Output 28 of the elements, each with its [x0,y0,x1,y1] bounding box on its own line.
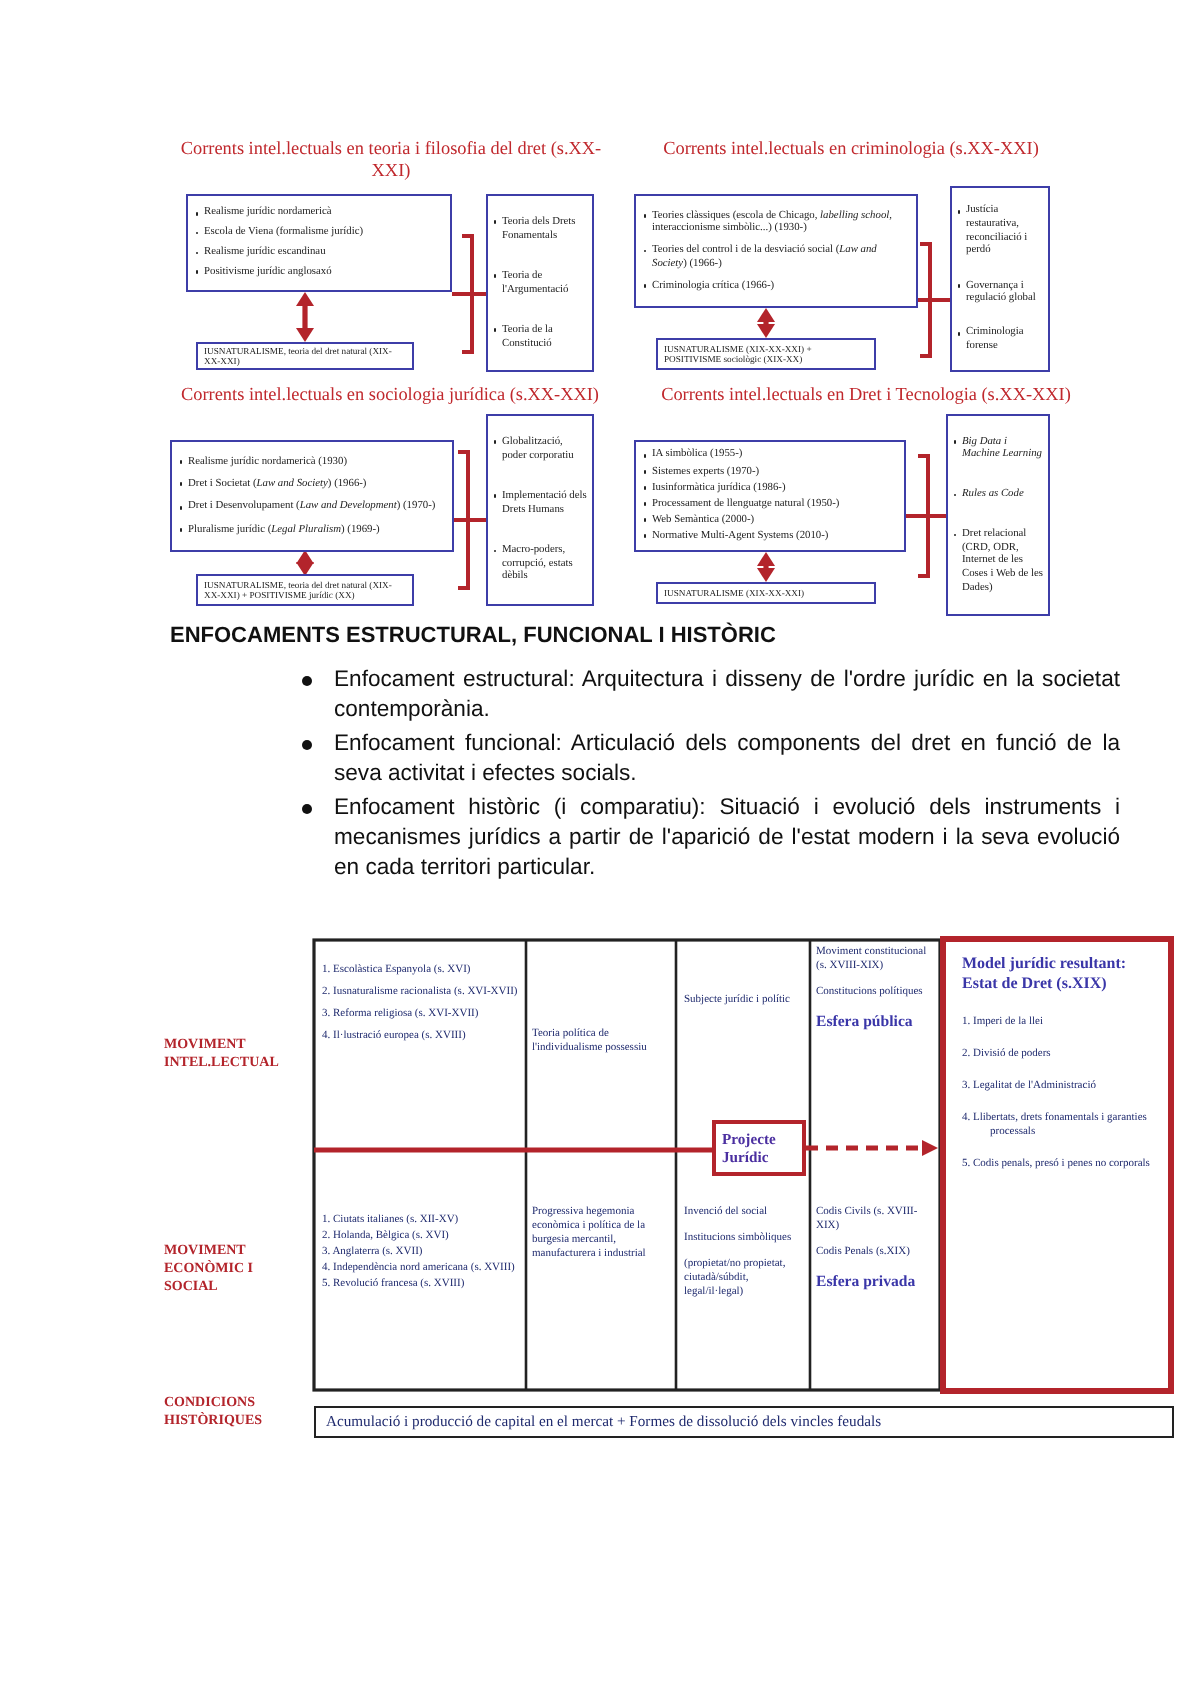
section-title: Corrents intel.lectuals en teoria i filosofia del dret (s.XX-XXI) [178,138,604,182]
bullet-text: Enfocament estructural: Arquitectura i disseny de l'ordre jurídic en la societat contemporània. [296,666,1120,726]
connector-line [906,514,946,518]
connector-line [452,292,486,296]
model-title: Model jurídic resultant: Estat de Dret (s.XIX) [962,954,1129,992]
trend-box [486,414,594,606]
section-title: Corrents intel.lectuals en criminologia (s.XX-XXI) [661,138,1041,160]
list-box [634,440,906,552]
trend-box [946,414,1050,616]
bullet-text: Enfocament funcional: Articulació dels components del dret en funció de la seva activitat i efectes socials. [296,730,1120,790]
arrow [757,552,775,582]
arrow [296,292,314,342]
arrow [296,550,314,576]
connector-line [314,1147,712,1153]
model-box [940,936,1174,1394]
list-box [634,194,918,308]
connector-line [454,518,486,522]
heading: ENFOCAMENTS ESTRUCTURAL, FUNCIONAL I HISTÒRIC [170,624,778,648]
trend-box [486,194,594,372]
arrow [757,308,775,338]
arrow [806,1140,938,1156]
section-title: Corrents intel.lectuals en Dret i Tecnologia (s.XX-XXI) [659,384,1073,406]
section-title: Corrents intel.lectuals en sociologia jurídica (s.XX-XXI) [179,384,601,406]
connector-line [918,298,950,302]
list-box [186,194,452,292]
trend-box [950,186,1050,372]
list-box [170,440,454,552]
bullet-text: Enfocament històric (i comparatiu): Situació i evolució dels instruments i mecanismes jurídics a partir de l'aparició de l'estat modern i la seva evolució en cada territori particular. [296,794,1120,884]
